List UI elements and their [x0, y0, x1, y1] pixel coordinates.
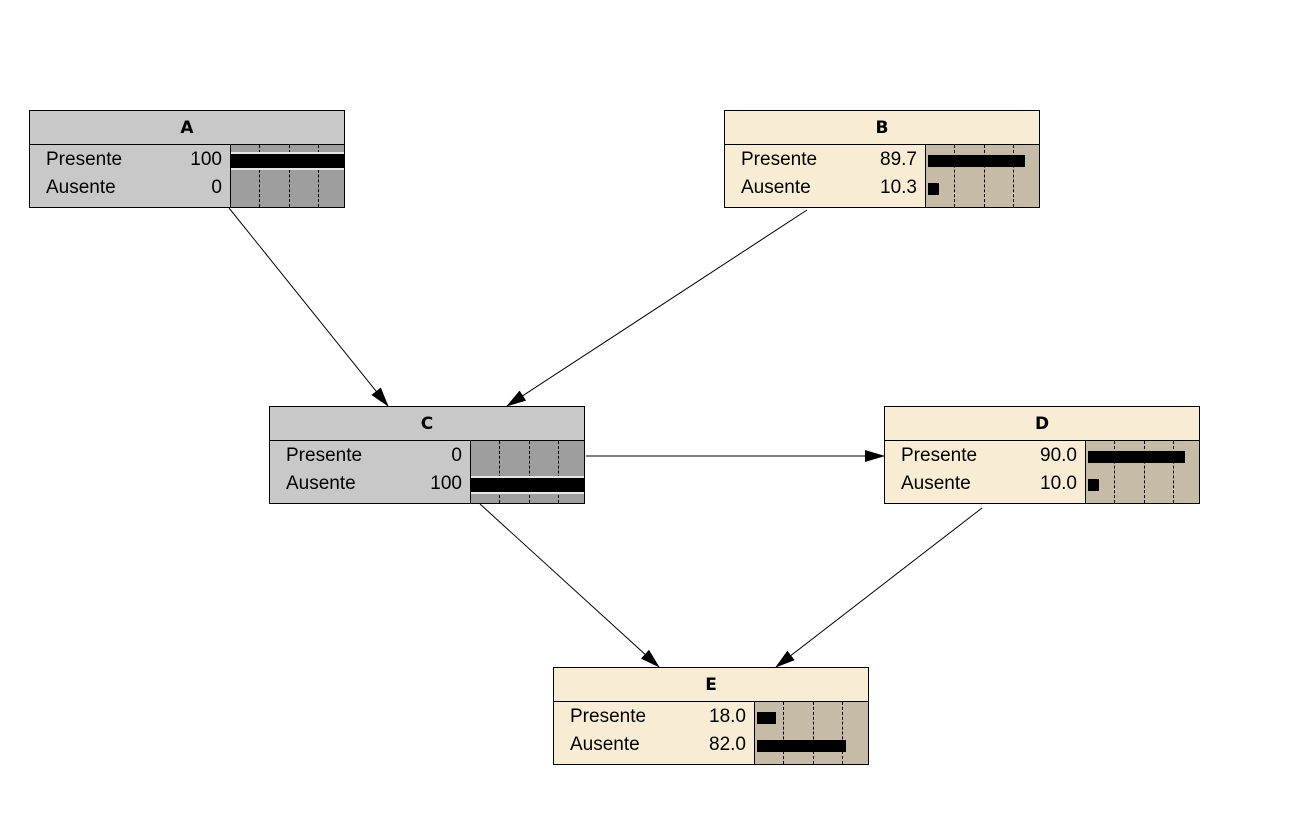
edge-c-e — [479, 503, 660, 668]
belief-bar — [1088, 479, 1099, 491]
state-row-ausente[interactable]: Ausente 10.0 — [885, 471, 1085, 499]
state-row-presente[interactable]: Presente 0 — [270, 443, 470, 471]
grid-line — [813, 702, 814, 764]
grid-line — [1173, 441, 1174, 503]
node-title: D — [885, 407, 1199, 441]
grid-line — [1114, 441, 1115, 503]
edge-d-e — [775, 507, 983, 668]
grid-line — [984, 145, 985, 207]
grid-line — [1144, 441, 1145, 503]
state-name: Ausente — [46, 177, 116, 198]
state-row-presente[interactable]: Presente 18.0 — [554, 704, 754, 732]
state-value: 82.0 — [709, 734, 746, 755]
belief-bar-panel — [230, 145, 344, 207]
state-name: Ausente — [286, 473, 356, 494]
belief-bar-panel — [754, 702, 868, 764]
belief-bar — [757, 712, 777, 724]
grid-line — [842, 702, 843, 764]
state-name: Presente — [741, 149, 818, 170]
edge-b-c — [506, 209, 808, 407]
belief-bar-panel — [925, 145, 1039, 207]
belief-bar-panel — [1085, 441, 1199, 503]
state-name: Presente — [46, 149, 123, 170]
state-name: Presente — [570, 706, 647, 727]
belief-bar — [928, 183, 940, 195]
belief-bar — [928, 155, 1025, 167]
state-row-ausente[interactable]: Ausente 100 — [270, 471, 470, 499]
state-row-presente[interactable]: Presente 90.0 — [885, 443, 1085, 471]
state-row-presente[interactable]: Presente 100 — [30, 147, 230, 175]
grid-line — [783, 702, 784, 764]
state-row-ausente[interactable]: Ausente 0 — [30, 175, 230, 203]
node-title: A — [30, 111, 344, 145]
state-value: 100 — [190, 149, 222, 170]
grid-line — [259, 145, 260, 207]
node-title: B — [725, 111, 1039, 145]
node-title: E — [554, 668, 868, 702]
state-name: Presente — [901, 445, 978, 466]
state-name: Ausente — [570, 734, 640, 755]
belief-bar — [757, 740, 846, 752]
grid-line — [318, 145, 319, 207]
state-value: 0 — [451, 445, 462, 466]
grid-line — [529, 441, 530, 503]
state-value: 18.0 — [709, 706, 746, 727]
grid-line — [558, 441, 559, 503]
state-value: 0 — [211, 177, 222, 198]
grid-line — [1013, 145, 1014, 207]
belief-bar — [1088, 451, 1186, 463]
state-value: 10.3 — [880, 177, 917, 198]
state-row-ausente[interactable]: Ausente 10.3 — [725, 175, 925, 203]
node-title: C — [270, 407, 584, 441]
belief-bar-panel — [470, 441, 584, 503]
state-name: Presente — [286, 445, 363, 466]
state-value: 89.7 — [880, 149, 917, 170]
state-value: 100 — [430, 473, 462, 494]
evidence-bar — [471, 476, 584, 494]
edge-a-c — [228, 207, 389, 407]
state-row-presente[interactable]: Presente 89.7 — [725, 147, 925, 175]
state-value: 10.0 — [1040, 473, 1077, 494]
state-row-ausente[interactable]: Ausente 82.0 — [554, 732, 754, 760]
evidence-bar — [231, 152, 344, 170]
state-value: 90.0 — [1040, 445, 1077, 466]
state-name: Ausente — [741, 177, 811, 198]
grid-line — [499, 441, 500, 503]
grid-line — [289, 145, 290, 207]
state-name: Ausente — [901, 473, 971, 494]
grid-line — [954, 145, 955, 207]
